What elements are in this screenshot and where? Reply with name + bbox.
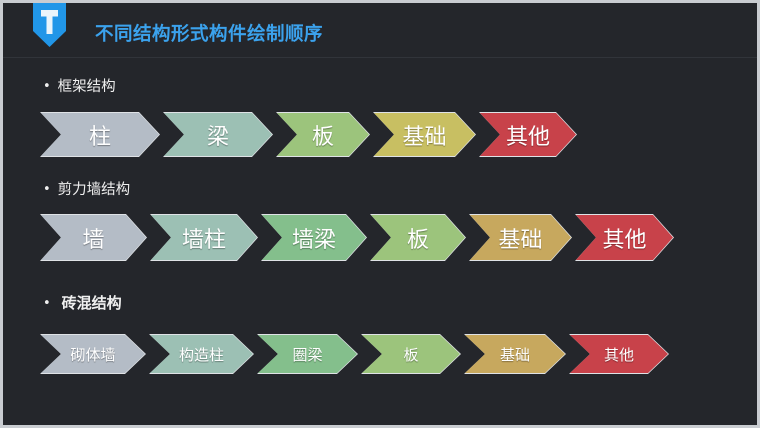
chevron-label: 基础 bbox=[499, 345, 530, 364]
chevron-body[interactable]: 板 bbox=[277, 113, 369, 156]
chevron-body[interactable]: 圈梁 bbox=[258, 335, 357, 373]
chevron-body[interactable]: 其他 bbox=[570, 335, 668, 373]
chevron-body[interactable]: 墙柱 bbox=[151, 215, 257, 260]
chevron-body[interactable]: 柱 bbox=[41, 113, 159, 156]
chevron-step[interactable]: 板 bbox=[371, 215, 465, 260]
chevron-label: 梁 bbox=[206, 124, 229, 150]
chevron-step[interactable]: 圈梁 bbox=[258, 335, 357, 373]
chevron-label: 砌体墙 bbox=[70, 345, 116, 364]
section-title-2: 剪力墙结构 bbox=[57, 182, 131, 198]
chevron-label: 构造柱 bbox=[178, 345, 224, 364]
chevron-step[interactable]: 墙梁 bbox=[262, 215, 366, 260]
chevron-label: 墙梁 bbox=[291, 227, 336, 253]
chevron-step[interactable]: 砌体墙 bbox=[41, 335, 145, 373]
process-row-framework: 柱 梁 板 基础 其他 bbox=[41, 113, 576, 156]
chevron-body[interactable]: 其他 bbox=[576, 215, 673, 260]
slide-canvas: 不同结构形式构件绘制顺序 • 框架结构 柱 梁 板 基础 其他 • 剪力墙结构 bbox=[3, 3, 757, 425]
section-title-3: 砖混结构 bbox=[61, 294, 122, 312]
chevron-body[interactable]: 墙梁 bbox=[262, 215, 366, 260]
chevron-label: 基础 bbox=[402, 124, 447, 150]
chevron-label: 板 bbox=[406, 227, 429, 253]
section-label-3: • 砖混结构 bbox=[43, 296, 122, 311]
section-label-2: • 剪力墙结构 bbox=[43, 183, 130, 198]
chevron-body[interactable]: 砌体墙 bbox=[41, 335, 145, 373]
chevron-label: 圈梁 bbox=[292, 345, 323, 364]
slide-header: 不同结构形式构件绘制顺序 bbox=[3, 3, 757, 58]
chevron-step[interactable]: 墙柱 bbox=[151, 215, 257, 260]
chevron-step[interactable]: 基础 bbox=[470, 215, 571, 260]
section-label-1: • 框架结构 bbox=[43, 80, 116, 95]
chevron-step[interactable]: 基础 bbox=[465, 335, 565, 373]
chevron-body[interactable]: 梁 bbox=[164, 113, 272, 156]
chevron-label: 墙柱 bbox=[181, 227, 226, 253]
chevron-body[interactable]: 板 bbox=[371, 215, 465, 260]
chevron-body[interactable]: 板 bbox=[362, 335, 460, 373]
chevron-body[interactable]: 基础 bbox=[470, 215, 571, 260]
chevron-step[interactable]: 构造柱 bbox=[150, 335, 253, 373]
bullet-icon-3: • bbox=[43, 296, 51, 311]
bullet-icon-1: • bbox=[43, 79, 51, 94]
chevron-step[interactable]: 板 bbox=[277, 113, 369, 156]
chevron-step[interactable]: 梁 bbox=[164, 113, 272, 156]
chevron-step[interactable]: 其他 bbox=[576, 215, 673, 260]
process-row-shearwall: 墙 墙柱 墙梁 板 基础 其他 bbox=[41, 215, 673, 260]
chevron-body[interactable]: 墙 bbox=[41, 215, 146, 260]
chevron-label: 其他 bbox=[505, 124, 550, 150]
chevron-label: 墙 bbox=[82, 227, 105, 253]
chevron-body[interactable]: 基础 bbox=[374, 113, 475, 156]
section-title-1: 框架结构 bbox=[57, 79, 116, 95]
shield-t-logo-icon bbox=[33, 3, 66, 47]
chevron-step[interactable]: 柱 bbox=[41, 113, 159, 156]
chevron-step[interactable]: 其他 bbox=[570, 335, 668, 373]
chevron-label: 柱 bbox=[88, 124, 111, 150]
page-title: 不同结构形式构件绘制顺序 bbox=[95, 24, 324, 45]
chevron-label: 其他 bbox=[602, 227, 647, 253]
chevron-step[interactable]: 其他 bbox=[480, 113, 576, 156]
chevron-label: 其他 bbox=[603, 345, 634, 364]
process-row-brickconcrete: 砌体墙 构造柱 圈梁 板 基础 其他 bbox=[41, 335, 668, 373]
chevron-body[interactable]: 基础 bbox=[465, 335, 565, 373]
bullet-icon-2: • bbox=[43, 182, 51, 197]
chevron-body[interactable]: 构造柱 bbox=[150, 335, 253, 373]
chevron-step[interactable]: 板 bbox=[362, 335, 460, 373]
chevron-body[interactable]: 其他 bbox=[480, 113, 576, 156]
chevron-step[interactable]: 基础 bbox=[374, 113, 475, 156]
chevron-label: 板 bbox=[403, 345, 419, 364]
chevron-label: 基础 bbox=[498, 227, 543, 253]
chevron-label: 板 bbox=[311, 124, 334, 150]
header-divider bbox=[3, 57, 757, 58]
chevron-step[interactable]: 墙 bbox=[41, 215, 146, 260]
